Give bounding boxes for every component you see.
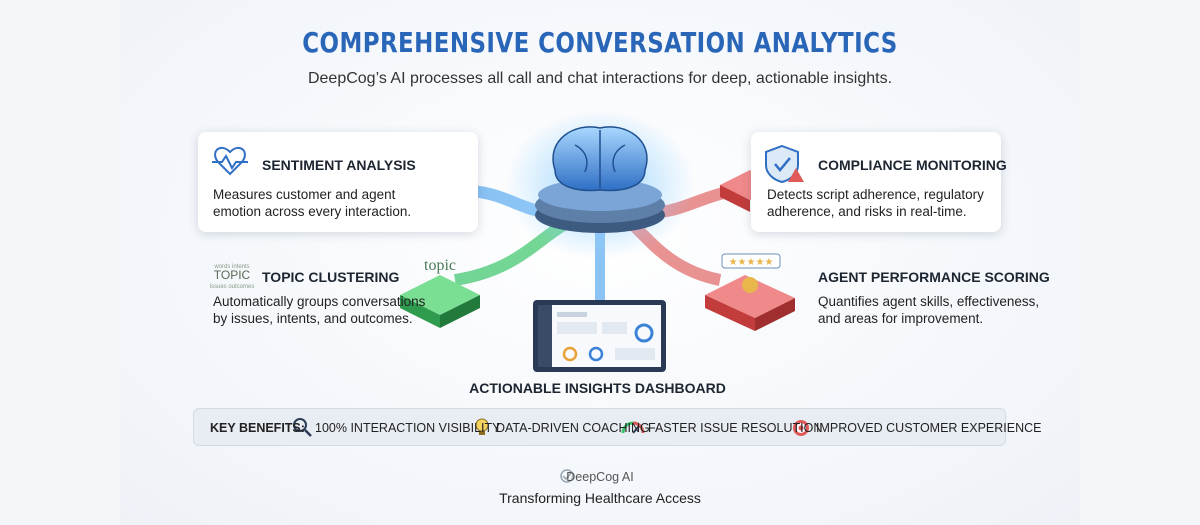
compliance-desc-line1: Detects script adherence, regulatory bbox=[767, 187, 984, 202]
dashboard-monitor-icon bbox=[533, 300, 666, 372]
benefit-experience: IMPROVED CUSTOMER EXPERIENCE bbox=[816, 421, 1042, 435]
sentiment-title: SENTIMENT ANALYSIS bbox=[262, 157, 416, 173]
deepcog-logo-icon bbox=[560, 469, 574, 483]
word-cloud-icon: TOPIC words intents issues outcomes bbox=[210, 264, 255, 290]
magnifier-icon bbox=[293, 418, 312, 437]
lightbulb-icon bbox=[475, 418, 489, 435]
sentiment-card bbox=[198, 132, 478, 232]
page-title: COMPREHENSIVE CONVERSATION ANALYTICS bbox=[302, 26, 898, 59]
heart-pulse-icon bbox=[212, 146, 248, 176]
page-subtitle: DeepCog’s AI processes all call and chat… bbox=[307, 70, 893, 87]
sentiment-desc-line2: emotion across every interaction. bbox=[213, 204, 412, 219]
compliance-desc-line2: adherence, and risks in real-time. bbox=[767, 204, 967, 219]
svg-text:TOPIC: TOPIC bbox=[214, 268, 251, 282]
footer-brand: DeepCog AI bbox=[566, 470, 634, 484]
performance-desc-line2: and areas for improvement. bbox=[818, 311, 984, 326]
key-benefits-label: KEY BENEFITS: bbox=[210, 421, 305, 435]
benefit-coaching: DATA-DRIVEN COACHING bbox=[496, 421, 650, 435]
sentiment-desc-line1: Measures customer and agent bbox=[213, 187, 396, 202]
compliance-title: COMPLIANCE MONITORING bbox=[818, 157, 1007, 173]
performance-desc-line1: Quantifies agent skills, effectiveness, bbox=[818, 294, 1040, 309]
target-icon bbox=[793, 420, 809, 436]
svg-text:words intents: words intents bbox=[213, 264, 249, 270]
topic-node-icon: topic bbox=[400, 257, 480, 328]
star-rating-icon: ★★★★★ bbox=[721, 253, 781, 269]
svg-text:issues outcomes: issues outcomes bbox=[210, 284, 255, 290]
svg-text:★★★★★: ★★★★★ bbox=[729, 257, 774, 268]
performance-node-icon bbox=[705, 275, 795, 331]
benefit-resolution: FASTER ISSUE RESOLUTION bbox=[648, 421, 823, 435]
topic-title: TOPIC CLUSTERING bbox=[262, 269, 400, 285]
dashboard-label: ACTIONABLE INSIGHTS DASHBOARD bbox=[469, 380, 726, 396]
speedometer-icon bbox=[621, 421, 645, 434]
topic-desc-line1: Automatically groups conversations bbox=[213, 294, 426, 309]
svg-text:topic: topic bbox=[424, 257, 456, 274]
benefit-visibility: 100% INTERACTION VISIBILITY bbox=[315, 421, 501, 435]
performance-title: AGENT PERFORMANCE SCORING bbox=[818, 269, 1050, 285]
shield-check-icon bbox=[765, 144, 804, 184]
footer-tagline: Transforming Healthcare Access bbox=[499, 490, 701, 506]
key-benefits-bar bbox=[193, 408, 1006, 446]
topic-desc-line2: by issues, intents, and outcomes. bbox=[213, 311, 413, 326]
